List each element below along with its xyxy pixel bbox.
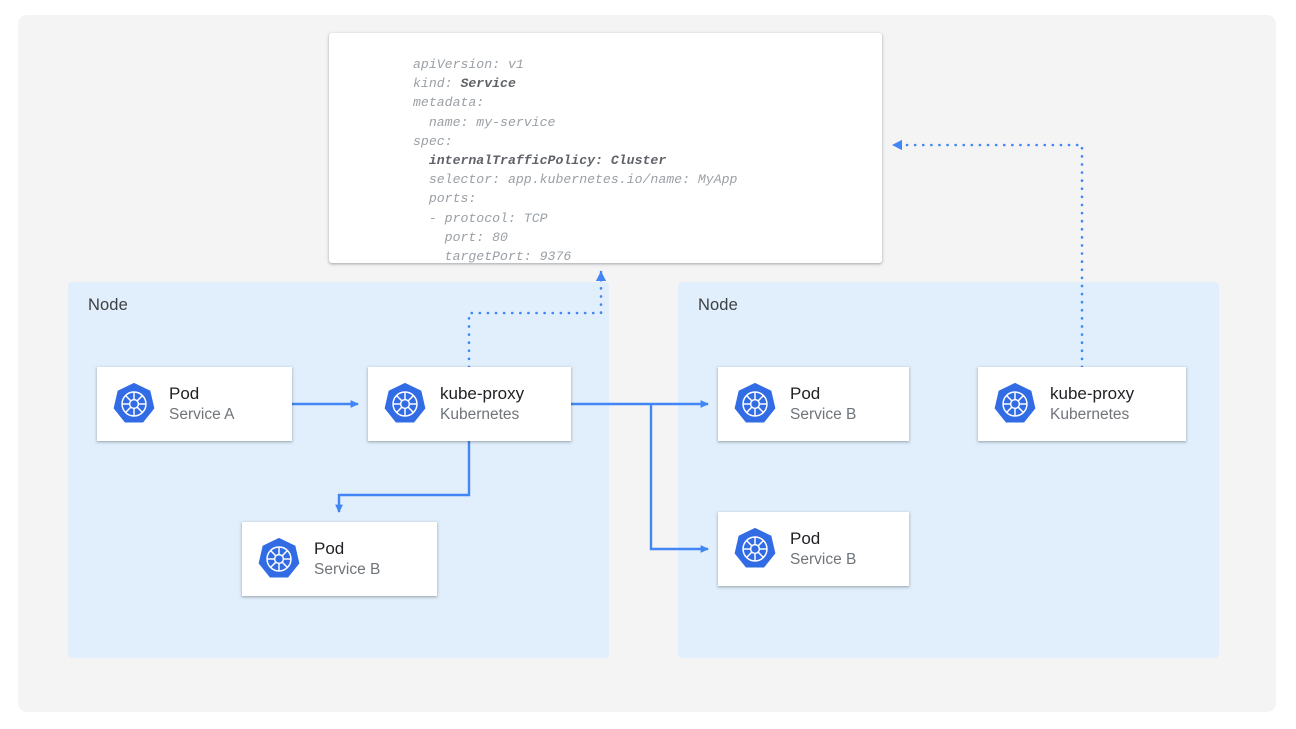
card-text: Pod Service B: [790, 529, 856, 569]
yaml-kind-key: kind:: [413, 76, 461, 92]
card-title: Pod: [790, 529, 821, 549]
card-subtitle: Service B: [790, 405, 857, 423]
yaml-line-spec: spec:: [413, 133, 453, 149]
card-kube-proxy-right[interactable]: kube-proxy Kubernetes: [978, 367, 1186, 441]
yaml-line-ports: ports:: [413, 191, 477, 207]
yaml-line-port: port: 80: [413, 229, 508, 245]
node-group-left: Node: [68, 282, 609, 658]
card-subtitle: Service A: [169, 405, 235, 423]
card-subtitle: Service B: [314, 560, 381, 578]
yaml-line-targetport: targetPort: 9376: [413, 249, 572, 265]
node-label-right: Node: [698, 296, 738, 314]
card-subtitle: Kubernetes: [440, 405, 520, 423]
service-manifest-panel: apiVersion: v1 kind: Service metadata: n…: [329, 33, 882, 265]
card-subtitle: Kubernetes: [1050, 405, 1130, 423]
card-text: kube-proxy Kubernetes: [440, 384, 524, 424]
card-title: kube-proxy: [1050, 384, 1135, 404]
node-group-right: Node: [678, 282, 1219, 658]
card-text: Pod Service B: [790, 384, 856, 424]
yaml-line-name: name: my-service: [413, 114, 556, 130]
card-pod-service-b-left[interactable]: Pod Service B: [242, 522, 437, 596]
kubernetes-icon: [732, 381, 778, 427]
kubernetes-icon: [382, 381, 428, 427]
yaml-line-internal-traffic-policy: internalTrafficPolicy: Cluster: [413, 153, 667, 169]
yaml-line-metadata: metadata:: [413, 95, 485, 111]
card-title: Pod: [790, 384, 821, 404]
kubernetes-icon: [256, 536, 302, 582]
card-title: Pod: [169, 384, 200, 404]
kubernetes-icon: [732, 526, 778, 572]
card-title: Pod: [314, 539, 345, 559]
yaml-kind-value: Service: [460, 76, 516, 92]
card-pod-service-b-right-1[interactable]: Pod Service B: [718, 367, 909, 441]
yaml-line-selector: selector: app.kubernetes.io/name: MyApp: [413, 172, 738, 188]
card-pod-service-b-right-2[interactable]: Pod Service B: [718, 512, 909, 586]
card-text: kube-proxy Kubernetes: [1050, 384, 1134, 424]
card-kube-proxy-left[interactable]: kube-proxy Kubernetes: [368, 367, 571, 441]
card-pod-service-a[interactable]: Pod Service A: [97, 367, 292, 441]
kubernetes-icon: [111, 381, 157, 427]
kubernetes-icon: [992, 381, 1038, 427]
card-subtitle: Service B: [790, 550, 857, 568]
yaml-line-protocol: - protocol: TCP: [413, 210, 548, 226]
node-label-left: Node: [88, 296, 128, 314]
card-text: Pod Service B: [314, 539, 380, 579]
card-title: kube-proxy: [440, 384, 525, 404]
card-text: Pod Service A: [169, 384, 234, 424]
yaml-line-apiversion: apiVersion: v1: [413, 57, 524, 72]
yaml-line-kind: kind: Service: [413, 74, 882, 93]
